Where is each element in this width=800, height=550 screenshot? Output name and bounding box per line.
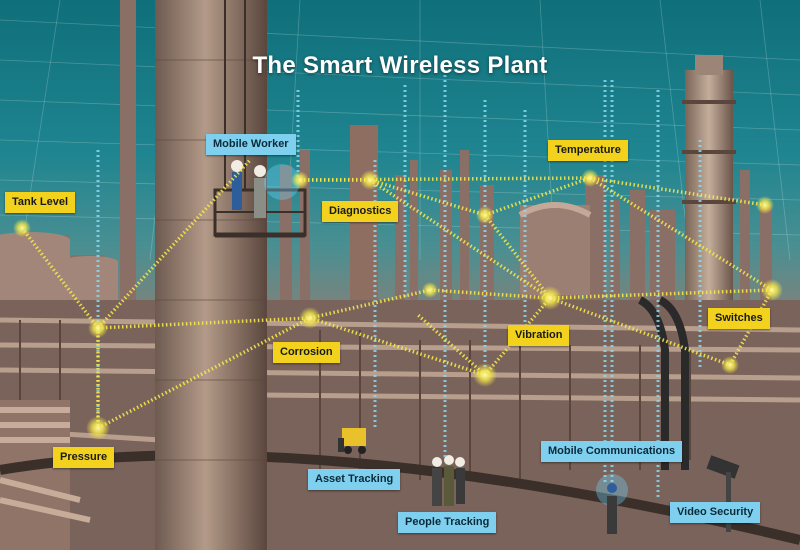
wireless-mesh-links — [20, 158, 774, 430]
main-distillation-tower — [155, 0, 307, 550]
pipe-rack-supports — [19, 320, 691, 480]
people-tracking-figures — [432, 455, 465, 506]
label-people-tracking: People Tracking — [398, 512, 497, 533]
label-asset-tracking: Asset Tracking — [308, 469, 401, 490]
sensor-nodes — [13, 169, 783, 440]
label-diagnostics: Diagnostics — [322, 201, 399, 222]
tanks — [0, 232, 118, 307]
label-mobile-communications: Mobile Communications — [541, 441, 683, 462]
wireless-transmission-columns — [96, 70, 702, 500]
label-video-security: Video Security — [670, 502, 761, 523]
label-mobile-worker: Mobile Worker — [206, 134, 296, 155]
label-switches: Switches — [708, 308, 770, 329]
diagram-title: The Smart Wireless Plant — [252, 52, 548, 79]
label-vibration: Vibration — [508, 325, 570, 346]
label-corrosion: Corrosion — [273, 342, 340, 363]
label-temperature: Temperature — [548, 140, 628, 161]
label-pressure: Pressure — [53, 447, 115, 468]
label-tank-level: Tank Level — [5, 192, 76, 213]
forklift — [338, 428, 366, 454]
